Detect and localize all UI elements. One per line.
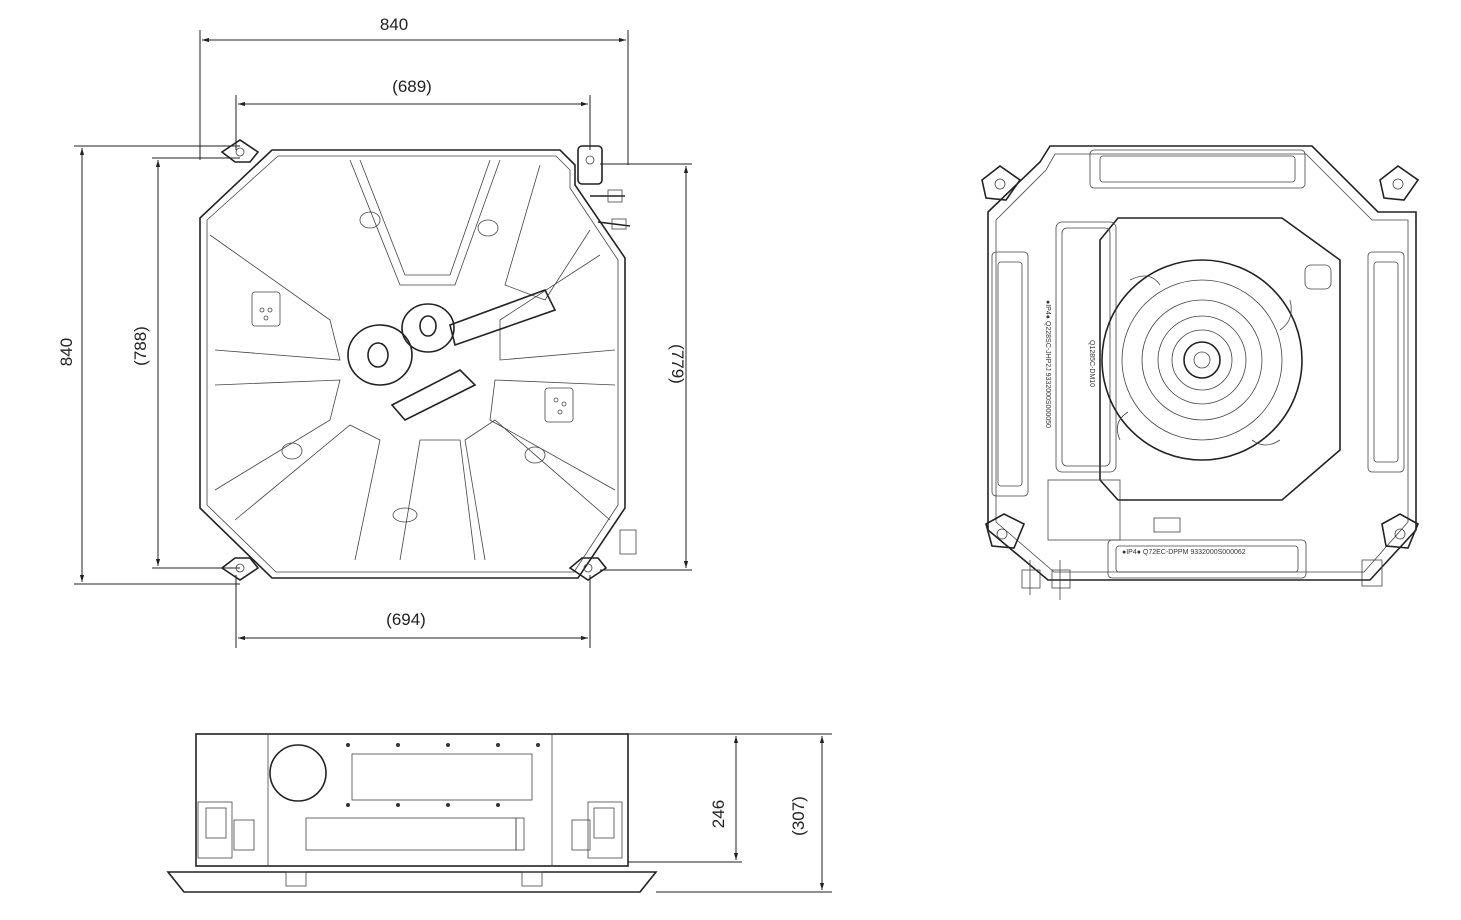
radial-ribs	[209, 159, 616, 561]
inner-frame	[1099, 217, 1341, 501]
dim-width-inner-bottom: (694)	[386, 610, 426, 629]
corner-bracket-bottom-left	[985, 513, 1026, 549]
mounting-bracket-top-left	[220, 139, 260, 163]
louvre-right	[1367, 251, 1405, 473]
louvre-left	[991, 251, 1029, 497]
corner-bracket-top-left	[981, 165, 1022, 201]
corner-bracket-top-right	[1379, 165, 1420, 201]
dim-total-height: (307)	[789, 796, 808, 836]
mount-plates	[251, 211, 574, 523]
dim-width-overall: 840	[380, 15, 408, 34]
pipe-knockout-circle	[269, 744, 327, 802]
nameplate-label-fan: Q1285C-DM10	[1088, 340, 1095, 387]
nameplate-label-bottom: ●IP4● Q72EC-DPPM 9332000S000062	[1122, 549, 1246, 556]
fan-assembly	[1101, 259, 1303, 461]
side-panel-recess	[351, 753, 533, 801]
drain-pan	[1055, 221, 1117, 473]
decorative-panel	[166, 871, 658, 893]
side-screw-dots	[346, 743, 540, 807]
centre-hub	[347, 289, 557, 421]
louvre-top	[1089, 149, 1306, 189]
side-view-unit	[166, 733, 658, 893]
side-view-dimensions: 246 (307)	[628, 733, 832, 893]
louvre-bottom	[1107, 539, 1307, 579]
mounting-bracket-top-right	[577, 145, 603, 185]
side-bracket-right	[571, 801, 623, 859]
corner-bracket-bottom-right	[1381, 513, 1420, 549]
nameplate-label-left: ●IP4● Q228SC-JHP2J 9332000S000050	[1044, 300, 1051, 428]
pipe-connection	[590, 189, 637, 555]
control-box	[1021, 264, 1383, 600]
bottom-view-unit: ●IP4● Q228SC-JHP2J 9332000S000050 Q1285C…	[981, 145, 1420, 600]
mounting-bracket-bottom-left	[220, 557, 260, 581]
side-panel-slot	[305, 817, 517, 851]
dim-width-inner-top: (689)	[392, 77, 432, 96]
dim-height-inner-right: (779)	[668, 344, 687, 384]
dim-height-overall: 840	[57, 338, 76, 366]
side-bracket-left	[197, 801, 255, 859]
top-view-unit	[199, 139, 637, 581]
dim-body-height: 246	[709, 800, 728, 828]
mounting-bracket-bottom-right	[568, 557, 608, 581]
dim-height-inner-left: (788)	[131, 326, 150, 366]
top-view-dimensions: 840 (689) (694) 840 (788) (779)	[57, 15, 692, 648]
